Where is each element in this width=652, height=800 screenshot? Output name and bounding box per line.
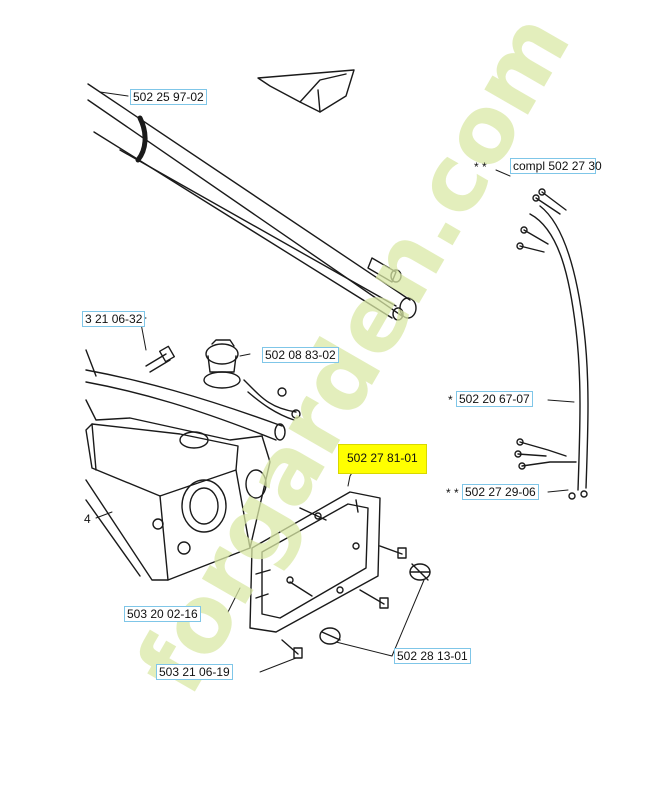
bolt-upper-left [145, 345, 176, 373]
label-cable-low-prefix: * * [446, 486, 459, 500]
label-cable-mid[interactable]: 502 20 67-07 [456, 391, 533, 407]
tube-shaft [87, 83, 417, 321]
handle-bar [85, 349, 286, 441]
label-bolt-left[interactable]: 3 21 06-32 [82, 311, 146, 327]
leader-lines [95, 91, 575, 673]
label-housing[interactable]: 4 [84, 512, 91, 526]
plug-part [203, 339, 301, 421]
label-cable-low[interactable]: 502 27 29-06 [462, 484, 539, 500]
label-fitting[interactable]: 502 28 13-01 [394, 648, 471, 664]
label-plug[interactable]: 502 08 83-02 [262, 347, 339, 363]
label-bolt-small[interactable]: 503 20 02-16 [124, 606, 201, 622]
label-harness-kit-prefix: * * [474, 160, 487, 174]
label-gasket[interactable]: 502 27 81-01 [338, 444, 427, 474]
wiring-harness [514, 188, 589, 500]
label-harness-kit[interactable]: compl 502 27 30 [510, 158, 602, 174]
gasket-screws [281, 507, 407, 659]
fittings [319, 563, 431, 645]
label-cable-mid-prefix: * [448, 393, 453, 407]
label-tube[interactable]: 502 25 97-02 [130, 89, 207, 105]
gasket-frame [249, 491, 381, 633]
label-bolt-bottom[interactable]: 503 21 06-19 [156, 664, 233, 680]
top-bracket [257, 69, 355, 113]
